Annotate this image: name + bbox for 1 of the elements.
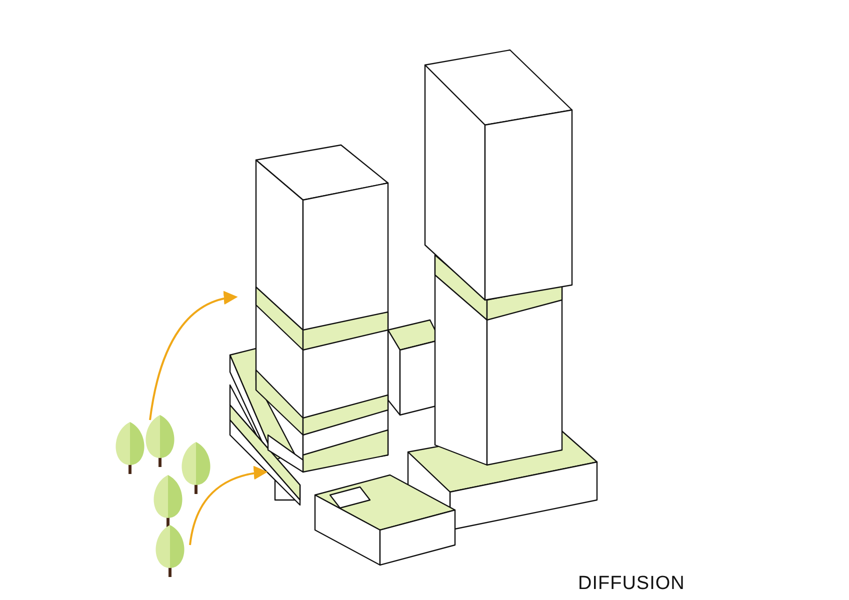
diagram-label: DIFFUSION (578, 573, 685, 595)
